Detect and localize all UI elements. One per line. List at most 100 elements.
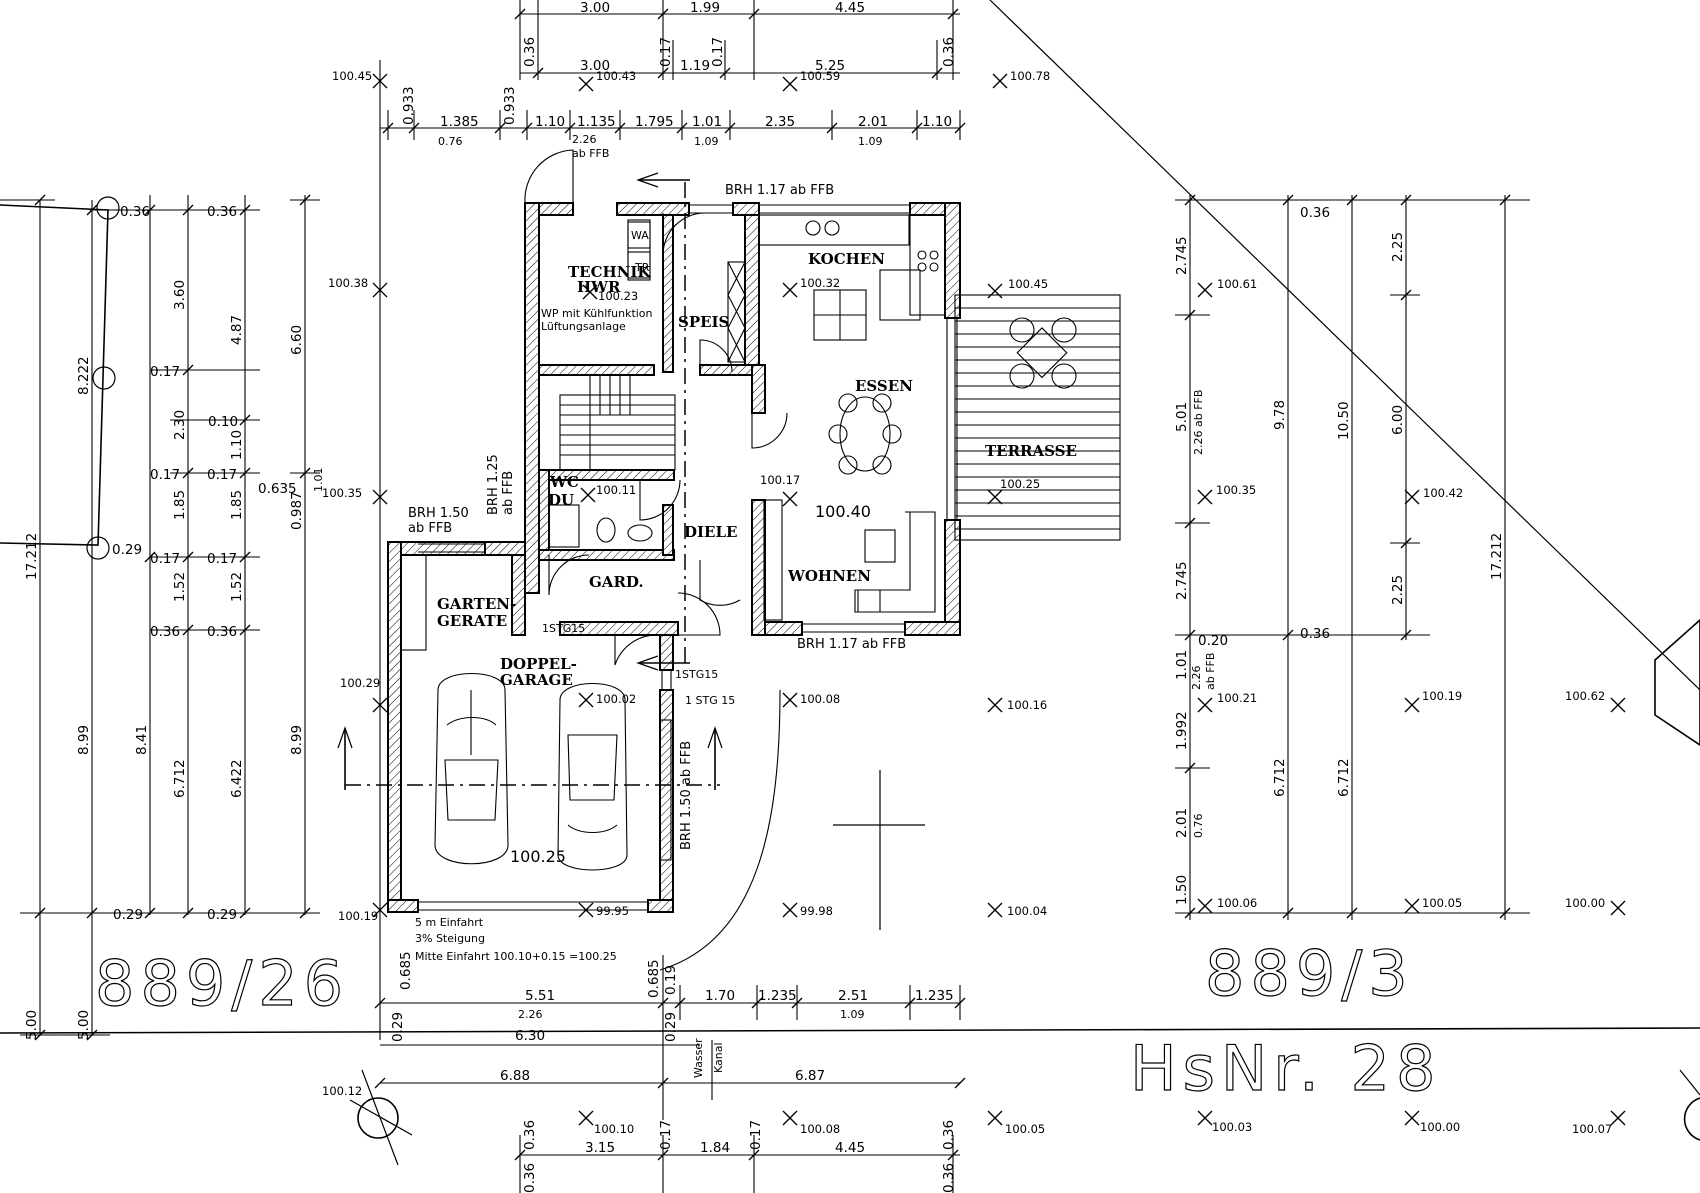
dim-label: 5.00 [76,1010,92,1040]
note-brh-150-b: ab FFB [408,521,452,536]
dim-label: 0.933 [401,86,417,125]
dim-label: 6.87 [795,1068,825,1084]
note-einfahrt-3: Mitte Einfahrt 100.10+0.15 =100.25 [415,950,617,963]
room-speis: SPEIS [678,313,729,331]
dim-label: 2.30 [172,410,188,440]
elev-label: 100.17 [760,473,800,487]
section-lines [337,172,925,930]
dim-label: 1.01 [1174,650,1190,680]
dim-label: 8.99 [76,725,92,755]
elev-label: 100.05 [1005,1122,1045,1136]
dim-label: 0.36 [522,1163,538,1193]
dim-label: 0.36 [120,204,150,220]
dim-label: 1.135 [577,114,616,130]
dim-label: 6.712 [172,759,188,798]
note-brh-right: 2.26 ab FFB [1192,390,1205,455]
dim-label: 0.19 [663,965,679,995]
dim-label: 1.85 [229,490,245,520]
dim-label: 1.385 [440,114,479,130]
dim-label: 17.212 [24,533,40,580]
dim-label: 1.235 [758,988,797,1004]
room-doppel-2: GARAGE [500,671,573,689]
elev-label: 100.45 [332,69,372,83]
elev-label: 100.61 [1217,277,1257,291]
dim-label: 2.35 [765,114,795,130]
dim-label: 3.00 [580,58,610,74]
dim-label: 0.36 [207,204,237,220]
dim-label: 1.70 [705,988,735,1004]
elev-label: 100.08 [800,1122,840,1136]
dim-label: 6.88 [500,1068,530,1084]
dim-label: 1.10 [229,430,245,460]
elev-label: 100.45 [1008,277,1048,291]
elev-label: 100.21 [1217,691,1257,705]
dim-label: 1.52 [172,572,188,602]
elev-label: 100.02 [596,692,636,706]
elev-label: 99.95 [596,904,629,918]
dim-label: 0.20 [1198,633,1228,649]
note-ab-ffb-226b: ab FFB [572,147,609,160]
dim-label: 0.36 [207,624,237,640]
dim-label: 1.09 [694,135,719,148]
dim-label: 0.76 [438,135,463,148]
dim-label: 5.00 [24,1010,40,1040]
dim-label: 17.212 [1489,533,1505,580]
level-garage: 100.25 [510,847,566,866]
dim-label: 5.25 [815,58,845,74]
elev-label: 100.04 [1007,904,1047,918]
dim-label: 0.17 [150,551,180,567]
dim-label: 10.50 [1336,401,1352,440]
note-wa: WA [631,229,649,242]
dim-label: 0.933 [502,86,518,125]
dimension-labels-right: 0.36 2.745 2.25 5.01 9.78 10.50 6.00 17.… [1174,205,1505,905]
parcel-right-label: 889/3 [1205,937,1414,1010]
dim-label: 6.60 [289,325,305,355]
elev-label: 100.62 [1565,689,1605,703]
room-kochen: KOCHEN [808,250,885,268]
elev-label: 100.29 [340,676,380,690]
dim-label: 2.01 [858,114,888,130]
windows [418,204,958,911]
dim-label: 0.10 [208,414,238,430]
elev-label: 100.16 [1007,698,1047,712]
dim-label: 0.17 [658,1120,674,1150]
elevation-labels: 100.45 100.43 100.59 100.78 100.38 100.2… [322,69,1612,1136]
dim-label: 0.29 [663,1012,679,1042]
dim-label: 1.85 [172,490,188,520]
note-r226b: ab FFB [1204,653,1217,690]
elev-label: 100.35 [322,486,362,500]
dim-label: 4.45 [835,0,865,16]
room-wc: WC [549,473,579,491]
dim-label: 1.50 [1174,875,1190,905]
dim-label: 4.87 [229,315,245,345]
dim-label: 2.745 [1174,236,1190,275]
elev-label: 100.05 [1422,896,1462,910]
dim-label: 0.17 [658,37,674,67]
note-stg-2: 1STG15 [675,668,718,681]
dim-label: 5.01 [1174,402,1190,432]
dim-label: 1.992 [1174,711,1190,750]
furniture [400,214,1121,861]
room-diele: DIELE [684,523,737,541]
dim-label: 0.29 [112,542,142,558]
dim-label: 1.01 [312,468,325,493]
dim-label: 8.41 [134,725,150,755]
site-boundary [0,0,1700,1166]
elev-label: 100.38 [328,276,368,290]
dim-label: 2.25 [1390,575,1406,605]
dimension-labels-top: 3.00 1.99 4.45 0.36 3.00 0.17 1.19 0.17 … [401,0,957,148]
room-essen: ESSEN [855,377,913,395]
dim-label: 0.635 [258,481,297,497]
dim-label: 0.76 [1192,814,1205,839]
dim-label: 1.19 [680,58,710,74]
level-living: 100.40 [815,502,871,521]
house-number-label: HsNr. 28 [1130,1032,1441,1105]
note-stg-3: 1 STG 15 [685,694,735,707]
dim-label: 8.222 [76,356,92,395]
dim-label: 0.36 [522,37,538,67]
note-brh-150-a: BRH 1.50 [408,506,469,521]
car-right [557,683,628,871]
elev-label: 100.08 [800,692,840,706]
dim-label: 9.78 [1272,400,1288,430]
note-ab-ffb-226: 2.26 [572,133,597,146]
